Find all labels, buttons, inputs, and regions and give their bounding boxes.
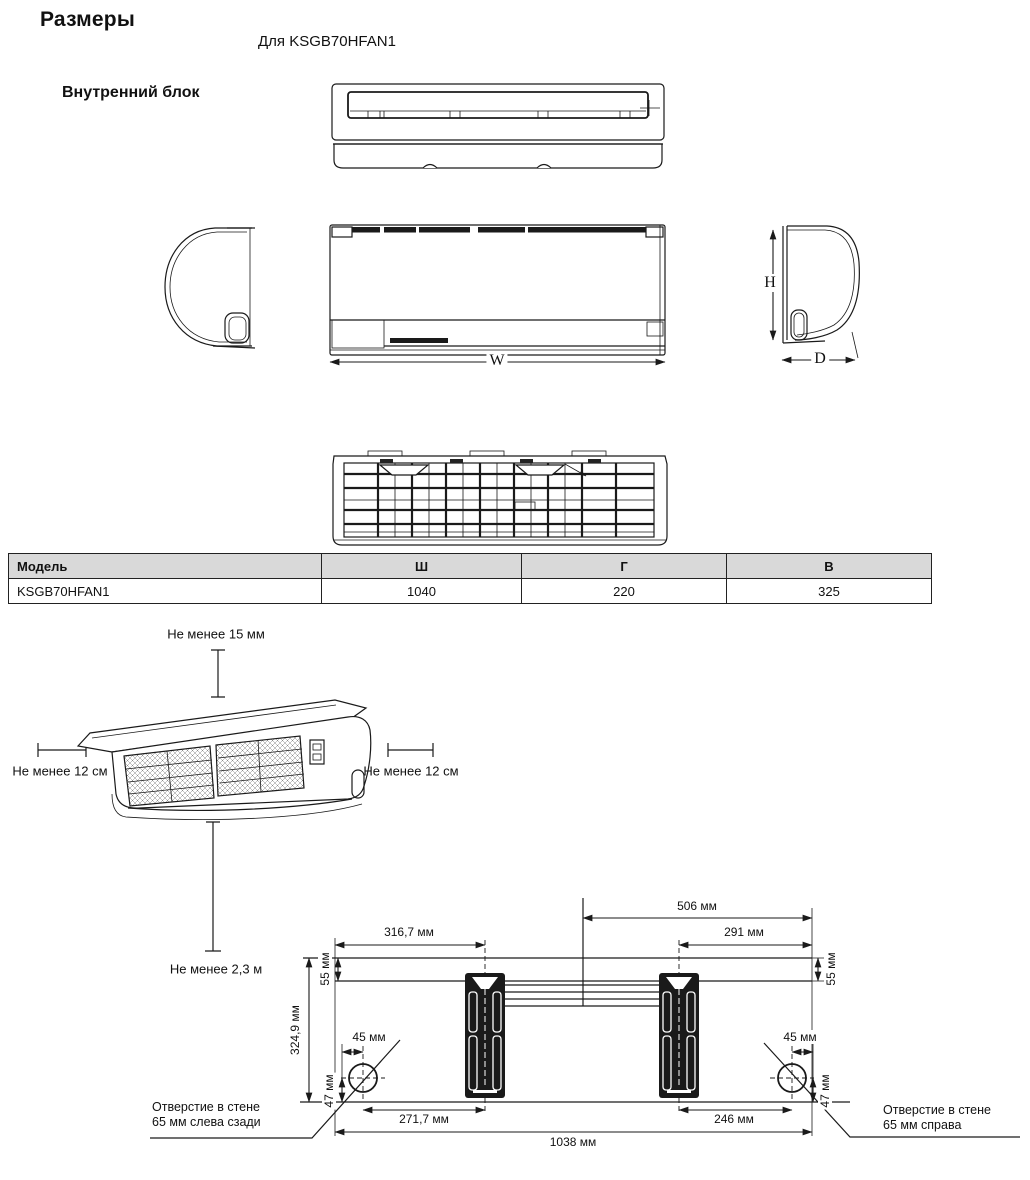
dim-1038: 1038 мм xyxy=(547,1135,599,1149)
dim-271-7: 271,7 мм xyxy=(397,1112,451,1126)
col-depth: Г xyxy=(521,553,727,579)
width-letter: W xyxy=(486,352,508,370)
mounting-plate-diagram xyxy=(150,898,1020,1139)
dim-324-9: 324,9 мм xyxy=(288,1003,302,1057)
dim-55-right: 55 мм xyxy=(824,950,838,988)
dim-316-7: 316,7 мм xyxy=(382,925,436,939)
dim-291: 291 мм xyxy=(722,925,766,939)
indoor-unit-label: Внутренний блок xyxy=(62,84,200,101)
clearance-right-label: Не менее 12 см xyxy=(363,763,459,779)
col-model: Модель xyxy=(8,553,322,579)
clearance-bottom-label: Не менее 2,3 м xyxy=(169,961,263,977)
dim-506: 506 мм xyxy=(675,899,719,913)
clearance-top-label: Не менее 15 мм xyxy=(167,626,265,642)
dim-246: 246 мм xyxy=(712,1112,756,1126)
top-view-drawing xyxy=(331,83,665,169)
table-header-row: Модель Ш Г В xyxy=(8,553,932,579)
callout-left-line1: Отверстие в стене xyxy=(152,1100,260,1114)
table-row: KSGB70HFAN1 1040 220 325 xyxy=(8,578,932,604)
callout-right-line2: 65 мм справа xyxy=(883,1118,962,1132)
depth-value: 220 xyxy=(521,578,727,604)
height-letter: H xyxy=(761,274,779,292)
page-title: Размеры xyxy=(40,8,135,31)
width-value: 1040 xyxy=(321,578,522,604)
dim-55-left: 55 мм xyxy=(318,950,332,988)
clearance-left-label: Не менее 12 см xyxy=(12,763,108,779)
bottom-view-drawing xyxy=(332,450,668,546)
depth-letter: D xyxy=(811,350,829,368)
dim-45-left: 45 мм xyxy=(350,1030,388,1044)
model-subtitle: Для KSGB70HFAN1 xyxy=(258,33,396,50)
dim-47-left: 47 мм xyxy=(322,1072,336,1110)
col-height: В xyxy=(726,553,932,579)
dim-47-right: 47 мм xyxy=(818,1072,832,1110)
callout-right-line1: Отверстие в стене xyxy=(883,1103,991,1117)
clearance-diagram xyxy=(37,649,434,952)
model-value: KSGB70HFAN1 xyxy=(8,578,322,604)
callout-left-line2: 65 мм слева сзади xyxy=(152,1115,261,1129)
dimensions-table: Модель Ш Г В KSGB70HFAN1 1040 220 325 xyxy=(8,553,932,604)
dim-45-right: 45 мм xyxy=(781,1030,819,1044)
col-width: Ш xyxy=(321,553,522,579)
left-side-view-drawing xyxy=(164,227,256,349)
height-value: 325 xyxy=(726,578,932,604)
